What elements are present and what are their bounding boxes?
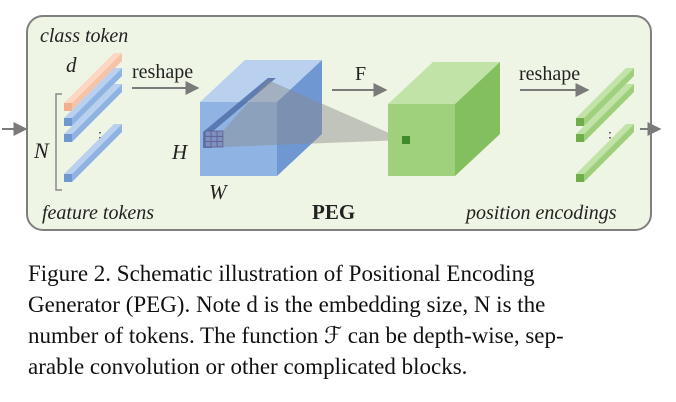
caption-line: Figure 2. Schematic illustration of Posi… xyxy=(28,261,535,286)
position-encoding-bar xyxy=(576,68,634,126)
feature-tokens-label: feature tokens xyxy=(42,202,154,224)
class-token-bar xyxy=(64,53,122,111)
f-label: F xyxy=(355,63,366,85)
output-point xyxy=(402,136,410,144)
feature-token-bar xyxy=(64,84,122,142)
position-encoding-bar xyxy=(576,84,634,142)
position-encoding-bar xyxy=(576,124,634,182)
projection-cone xyxy=(223,80,405,147)
caption-line: number of tokens. The function ℱ can be … xyxy=(28,323,564,348)
position-encodings-label: position encodings xyxy=(464,202,617,224)
peg-label: PEG xyxy=(312,200,355,224)
reshape-right-label: reshape xyxy=(519,63,580,85)
h-label: H xyxy=(171,140,189,164)
w-label: W xyxy=(209,180,229,204)
kernel-grid xyxy=(204,130,224,148)
reshape-left-label: reshape xyxy=(132,61,193,83)
figure-caption: Figure 2. Schematic illustration of Posi… xyxy=(28,258,652,382)
feature-token-bar xyxy=(64,68,122,126)
n-bracket xyxy=(55,93,62,191)
feature-token-bar xyxy=(64,124,122,182)
caption-line: arable convolution or other complicated … xyxy=(28,354,468,379)
class-token-label: class token xyxy=(40,25,128,47)
caption-line: Generator (PEG). Note d is the embedding… xyxy=(28,292,546,317)
n-label: N xyxy=(33,138,50,163)
output-cube xyxy=(388,62,500,176)
d-label: d xyxy=(66,53,77,77)
feature-map-cube xyxy=(200,60,322,176)
peg-diagram: N ⋮ class token d reshape xyxy=(2,15,662,231)
